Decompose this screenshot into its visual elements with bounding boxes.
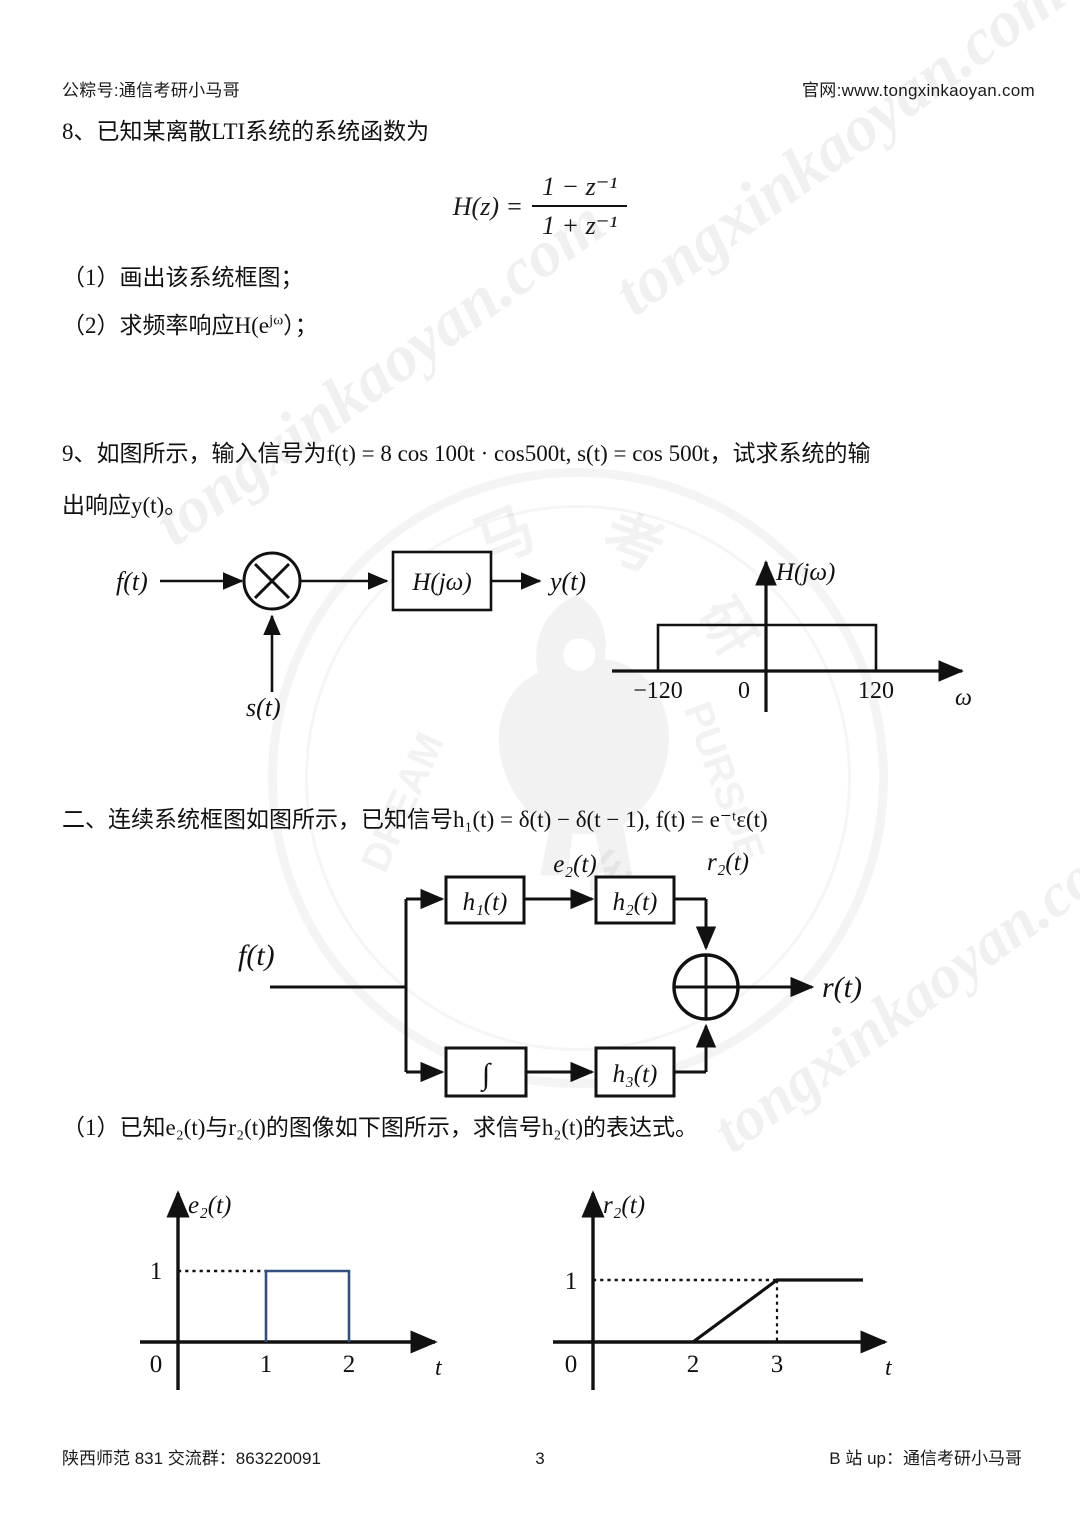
system-block-h1: h₁(t): [463, 889, 508, 916]
system-input-label: f(t): [238, 939, 275, 972]
chart-e2-xtick-1: 1: [260, 1351, 273, 1378]
figure-filter-response-plot: H(jω) ω −120 0 120: [610, 540, 1010, 730]
question-8-part-2-suffix: ）；: [283, 313, 318, 338]
chart-r2-xtick-2: 2: [687, 1351, 700, 1378]
modulator-output-label: y(t): [547, 567, 586, 596]
system-signal-e2: e₂(t): [553, 851, 596, 878]
chart-r2-y-label: r₂(t): [603, 1192, 645, 1219]
question-9-stem-line2: 出响应y(t)。: [62, 493, 188, 518]
watermark-text-2: tongxinkaoyan.com: [600, 0, 1079, 330]
system-signal-r2: r₂(t): [707, 850, 749, 876]
chart-e2-x-label: t: [435, 1355, 443, 1381]
footer-left-group: 陕西师范 831 交流群：863220091: [62, 1449, 321, 1468]
system-block-h2: h₂(t): [613, 889, 658, 916]
header-left-text: 公粽号:通信考研小马哥: [62, 81, 241, 100]
chart-e2-xtick-2: 2: [343, 1351, 356, 1378]
chart-r2-xtick-3: 3: [771, 1351, 784, 1378]
figure-system-block-diagram: f(t) h₁(t) e₂(t) h₂(t) r₂(t) r(: [200, 849, 900, 1100]
question-8-part-1: （1）画出该系统框图；: [62, 265, 304, 290]
figure-modulator-diagram: f(t) H(jω) y(t) s(t): [100, 540, 620, 722]
filter-plot-y-axis-label: H(jω): [775, 559, 835, 586]
chart-r2-ytick-1: 1: [565, 1268, 578, 1295]
filter-plot-tick-neg120: −120: [633, 678, 683, 704]
question-8-formula: H(z) = 1 − z⁻¹ 1 + z⁻¹: [0, 172, 1080, 241]
section-2-part-1: （1）已知e₂(t)与r₂(t)的图像如下图所示，求信号h₂(t)的表达式。: [62, 1115, 699, 1140]
question-8-part-2-prefix: （2）求频率响应H(e: [62, 313, 269, 338]
chart-e2-ytick-1: 1: [150, 1258, 163, 1285]
chart-r2-plot: r₂(t) t 1 0 2 3: [545, 1175, 945, 1400]
modulator-input-label: f(t): [116, 567, 148, 596]
chart-r2-trace: [692, 1278, 863, 1344]
formula-numerator: 1 − z⁻¹: [542, 172, 618, 201]
chart-e2-y-label: e₂(t): [188, 1192, 231, 1219]
system-block-h3: h₃(t): [613, 1061, 658, 1088]
footer-page-number: 3: [535, 1449, 545, 1468]
section-2-stem: 二、连续系统框图如图所示，已知信号h₁(t) = δ(t) − δ(t − 1)…: [62, 807, 768, 832]
question-9-stem-line1: 9、如图所示，输入信号为f(t) = 8 cos 100t · cos500t,…: [62, 441, 871, 466]
footer-right-credit: B 站 up：通信考研小马哥: [829, 1449, 1022, 1468]
question-8-stem: 8、已知某离散LTI系统的系统函数为: [62, 119, 430, 144]
chart-e2-plot: e₂(t) t 1 0 1 2: [130, 1175, 490, 1400]
header-right-url: 官网:www.tongxinkaoyan.com: [801, 81, 1035, 100]
filter-plot-tick-zero: 0: [738, 678, 750, 704]
filter-plot-tick-120: 120: [858, 678, 894, 704]
modulator-filter-label: H(jω): [411, 569, 471, 596]
system-output-label: r(t): [822, 971, 862, 1004]
system-block-integrator: ∫: [480, 1058, 492, 1093]
modulator-carrier-label: s(t): [246, 693, 281, 720]
filter-plot-x-axis-label: ω: [955, 685, 972, 711]
chart-e2-trace: [264, 1269, 351, 1342]
question-8-part-2: （2）求频率响应H(ejω）；: [62, 311, 318, 338]
chart-e2-xtick-0: 0: [150, 1351, 163, 1378]
chart-r2-x-label: t: [885, 1355, 893, 1381]
formula-lhs: H(z) =: [452, 191, 524, 221]
formula-denominator: 1 + z⁻¹: [532, 205, 628, 241]
chart-r2-xtick-0: 0: [565, 1351, 578, 1378]
